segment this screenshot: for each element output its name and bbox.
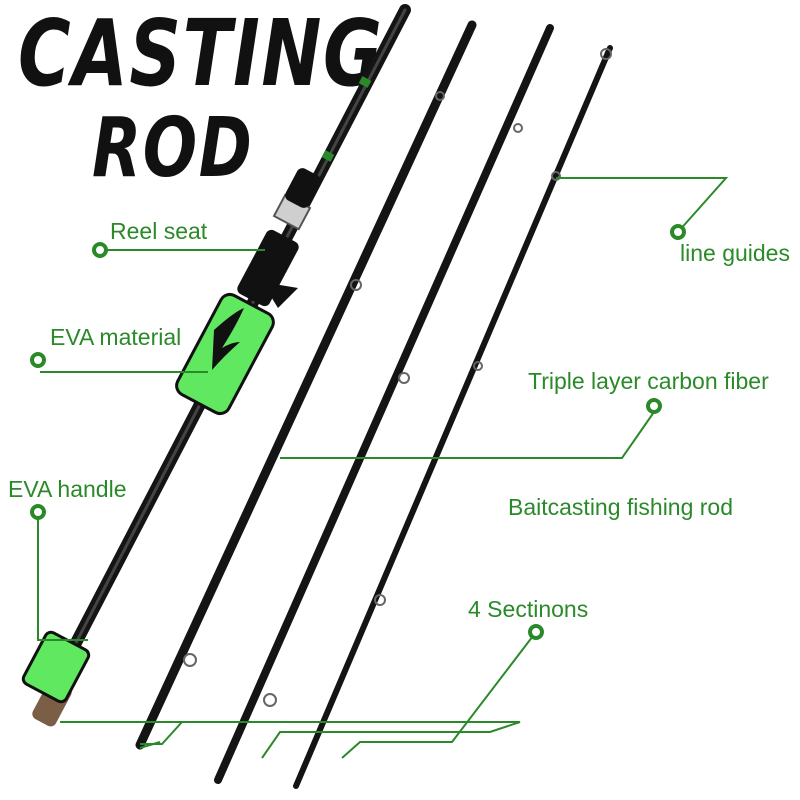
line-guide-icon (435, 91, 445, 101)
callout-dot-icon (646, 398, 662, 414)
callout-line-guides (556, 177, 729, 233)
callout-dot-icon (670, 224, 686, 240)
line-guide-icon (350, 279, 362, 291)
rod-section-1 (21, 4, 411, 727)
label-reel-seat: Reel seat (110, 218, 208, 244)
grip-logo-icon (212, 308, 244, 370)
rod-section-2 (135, 20, 477, 750)
line-guide-icon (398, 372, 410, 384)
line-guide-icon (183, 653, 197, 667)
callout-eva-handle (37, 518, 88, 641)
line-guide-icon (513, 123, 523, 133)
callout-triple-layer (280, 411, 655, 459)
callout-dot-icon (92, 242, 108, 258)
rod-section-3 (214, 24, 554, 784)
callout-sections-d (140, 721, 183, 745)
callout-lines (37, 177, 729, 759)
rod-section-4 (293, 45, 613, 789)
label-eva-handle: EVA handle (8, 476, 127, 502)
trigger (262, 282, 298, 308)
label-triple-layer: Triple layer carbon fiber (528, 368, 769, 394)
product-title-line-2: ROD (92, 101, 254, 196)
product-title-line-1: CASTING (18, 0, 384, 107)
line-guide-icon (374, 594, 386, 606)
rod-wrap-accent (358, 76, 372, 88)
rod-blank (293, 45, 613, 789)
eva-butt-grip (21, 630, 91, 704)
tip-top-icon (600, 48, 612, 60)
reel-seat-nut (285, 168, 321, 208)
callout-dot-icon (528, 624, 544, 640)
label-eva-material: EVA material (50, 324, 182, 350)
rod-wrap-accent (321, 150, 335, 162)
line-guide-icon (551, 171, 561, 181)
label-sections: 4 Sectinons (468, 596, 589, 622)
label-baitcasting: Baitcasting fishing rod (508, 494, 734, 520)
callout-dot-icon (30, 352, 46, 368)
line-guide-icon (263, 693, 277, 707)
callout-sections-b (60, 721, 521, 759)
rod-blank (135, 20, 477, 750)
line-guide-icon (473, 361, 483, 371)
label-line-guides: line guides (680, 240, 790, 266)
callout-sections-a (341, 631, 537, 759)
rod-blank (214, 24, 554, 784)
callout-dot-icon (30, 504, 46, 520)
callout-markers (30, 224, 686, 640)
reel-seat (237, 229, 299, 307)
